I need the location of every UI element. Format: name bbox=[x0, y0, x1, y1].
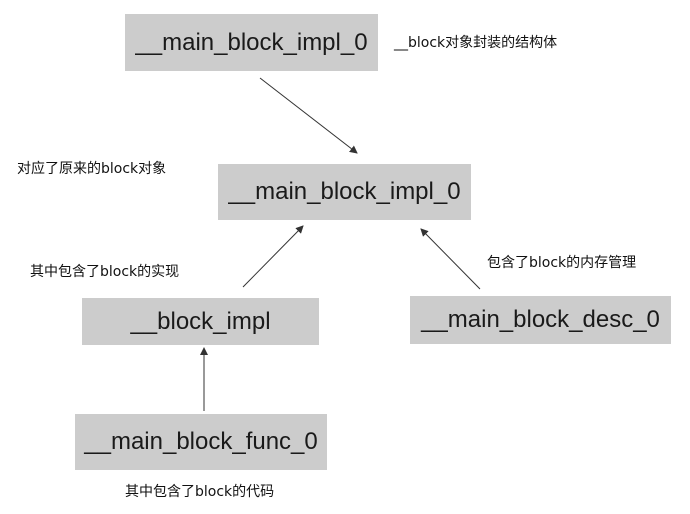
node-main-block-impl-top: __main_block_impl_0 bbox=[125, 14, 378, 71]
node-block-impl: __block_impl bbox=[82, 298, 319, 345]
arrow-desc-to-middle bbox=[420, 228, 481, 290]
note-middle: 对应了原来的block对象 bbox=[17, 161, 167, 177]
arrow-top-to-middle bbox=[259, 77, 358, 154]
note-func: 其中包含了block的代码 bbox=[125, 484, 275, 500]
note-impl: 其中包含了block的实现 bbox=[30, 264, 180, 280]
node-main-block-impl-middle: __main_block_impl_0 bbox=[218, 164, 471, 220]
arrow-impl-to-middle bbox=[242, 225, 304, 288]
note-top: __block对象封装的结构体 bbox=[394, 35, 558, 51]
node-main-block-func: __main_block_func_0 bbox=[75, 414, 327, 470]
node-main-block-desc: __main_block_desc_0 bbox=[410, 296, 671, 344]
note-desc: 包含了block的内存管理 bbox=[487, 255, 637, 271]
